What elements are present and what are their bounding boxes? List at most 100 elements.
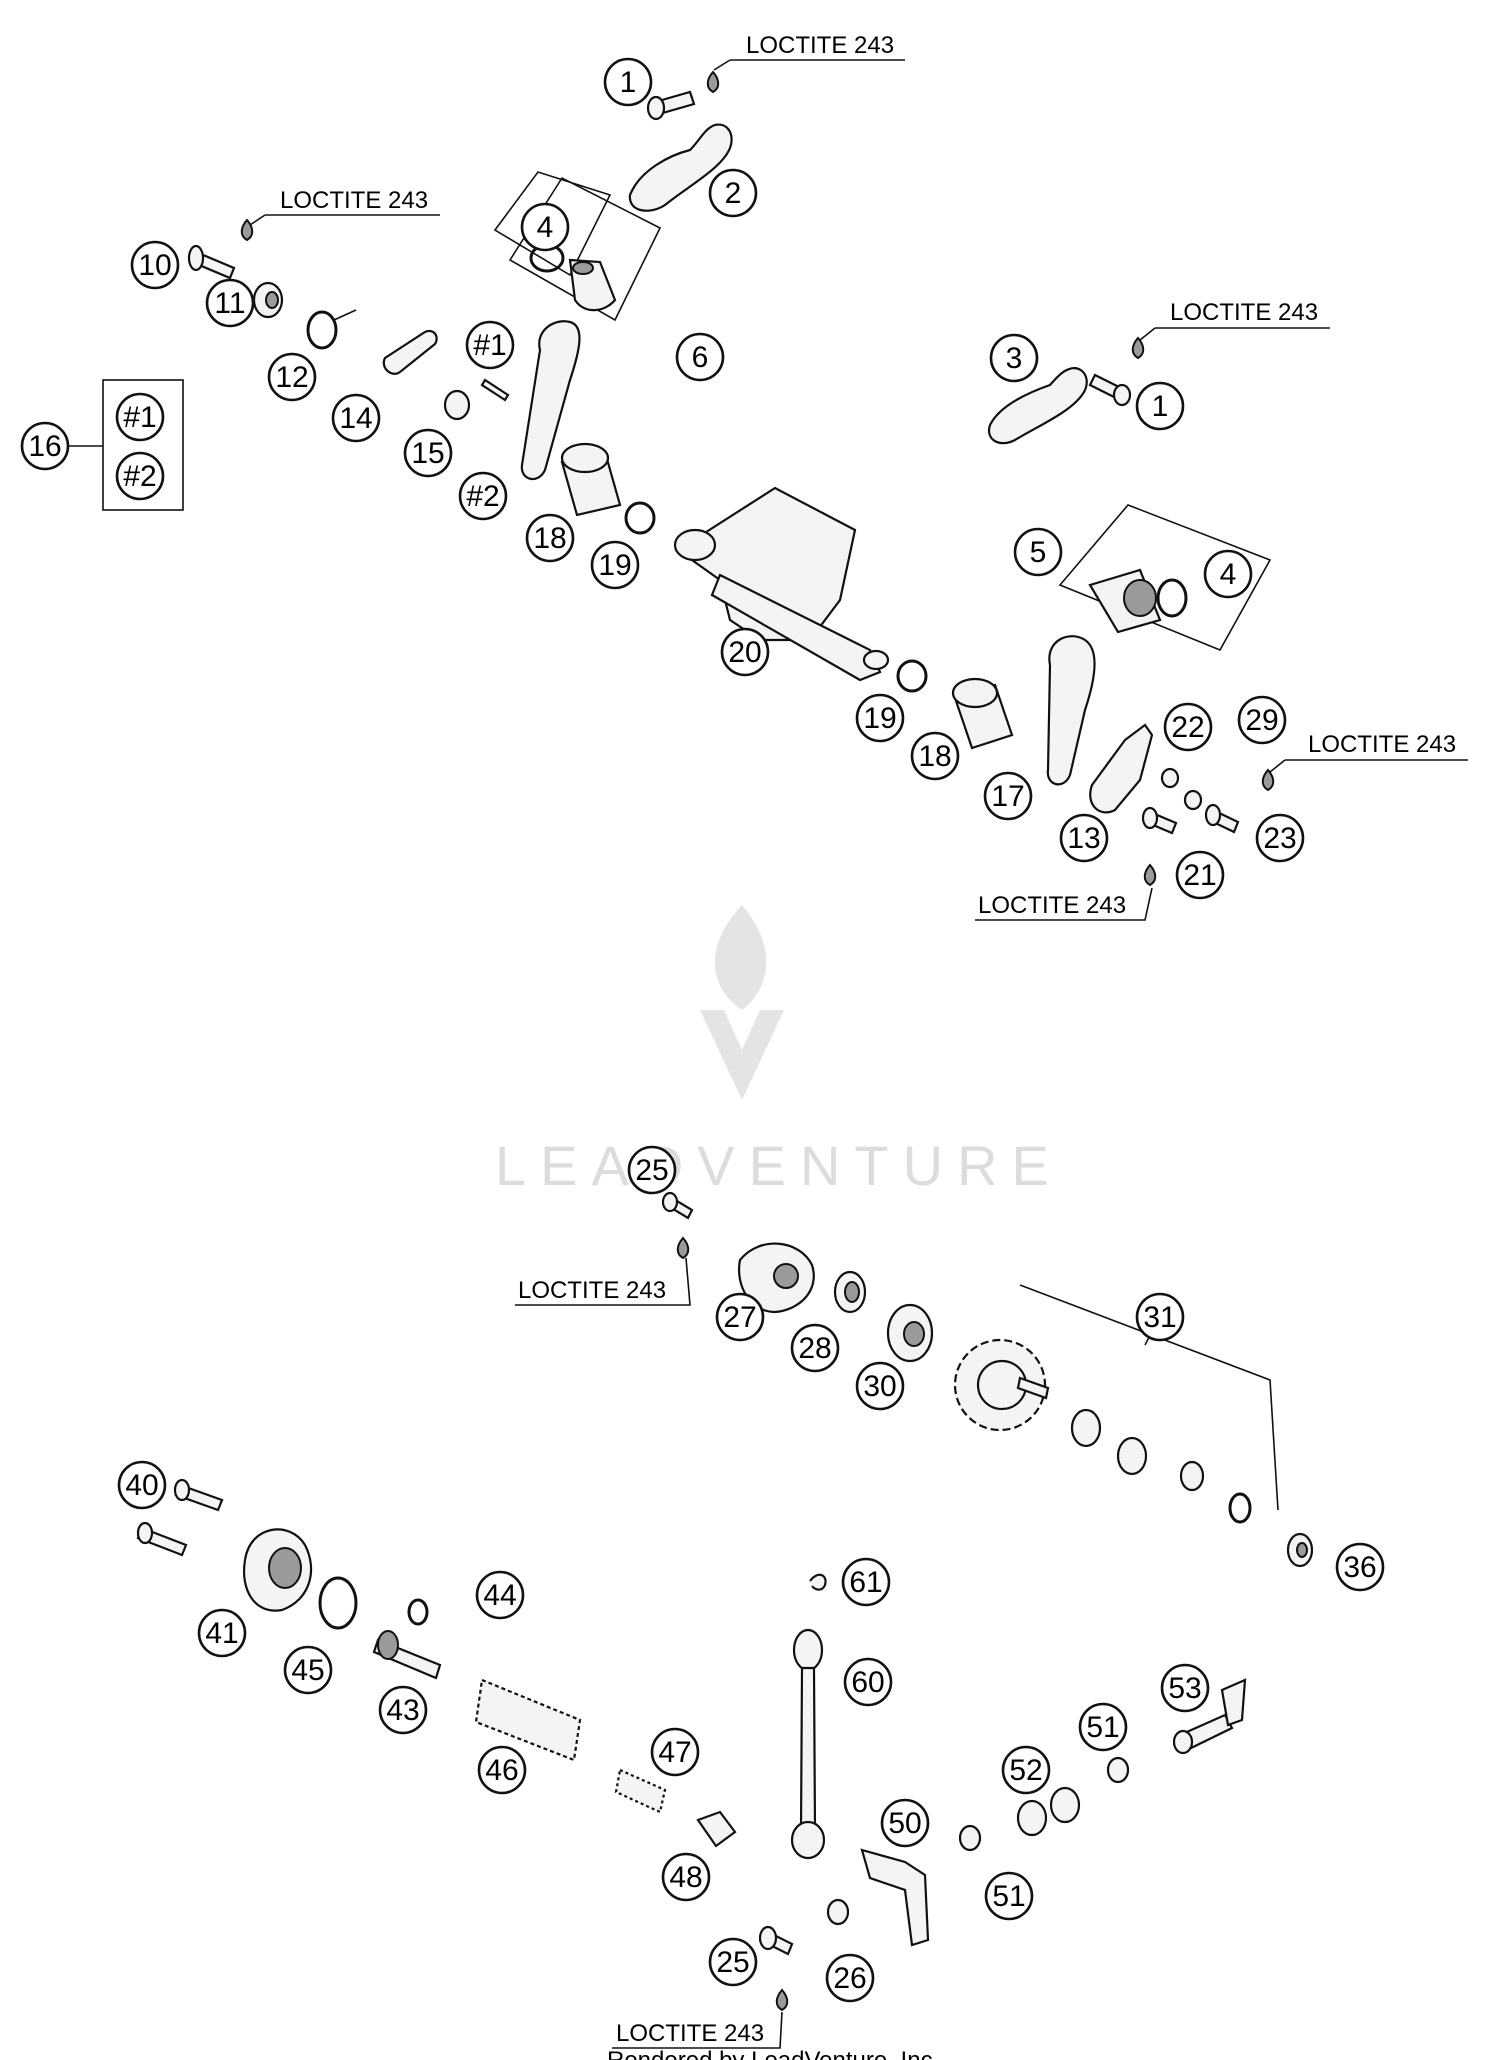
callout-circle [267, 352, 317, 402]
callout-50: 50 [880, 1798, 930, 1848]
callout-circle [1013, 527, 1063, 577]
callout-circle [627, 1145, 677, 1195]
callout-circle [130, 240, 180, 290]
callout-circle [115, 392, 165, 442]
bearing-part-36 [1286, 1532, 1314, 1568]
bolt-part-23 [1204, 768, 1275, 834]
loctite-note-6: LOCTITE 243 [515, 1257, 691, 1306]
callout-kit-2: #2 [115, 451, 165, 501]
callout-number: 1 [1152, 390, 1169, 423]
bolt-part-21 [1141, 806, 1178, 887]
callout-23: 23 [1255, 813, 1305, 863]
callout-number: 28 [798, 1332, 831, 1365]
callout-number: 31 [1143, 1301, 1176, 1334]
callout-number: 19 [598, 549, 631, 582]
callout-layer: 123146101112141516#1#1#2#218192054191817… [20, 57, 1385, 2003]
callout-25: 25 [627, 1145, 677, 1195]
lever-plate-part-17 [1046, 635, 1096, 786]
callout-1: 1 [1135, 381, 1185, 431]
callout-number: 10 [138, 249, 171, 282]
callout-number: 18 [533, 522, 566, 555]
loctite-note-7: LOCTITE 243 [612, 2011, 783, 2049]
oring-part-19-upper [624, 501, 656, 535]
callout-20: 20 [720, 627, 770, 677]
callout-number: 15 [411, 437, 444, 470]
callout-circle [855, 693, 905, 743]
callout-number: 41 [205, 1617, 238, 1650]
callout-circle [1078, 1702, 1128, 1752]
callout-number: 51 [1086, 1711, 1119, 1744]
callout-52: 52 [1001, 1745, 1051, 1795]
callout-circle [855, 1361, 905, 1411]
callout-41: 41 [197, 1608, 247, 1658]
callout-number: 5 [1030, 536, 1047, 569]
callout-number: 3 [1006, 342, 1023, 375]
callout-28: 28 [790, 1323, 840, 1373]
svg-text:LOCTITE 243: LOCTITE 243 [1170, 299, 1318, 326]
callout-number: 18 [918, 740, 951, 773]
callout-43: 43 [378, 1685, 428, 1735]
callout-27: 27 [715, 1292, 765, 1342]
callout-45: 45 [283, 1645, 333, 1695]
callout-46: 46 [477, 1745, 527, 1795]
svg-text:LOCTITE 243: LOCTITE 243 [616, 2020, 764, 2047]
bearing-part-18-lower [951, 677, 1014, 750]
callout-number: 36 [1343, 1551, 1376, 1584]
gear-part-31 [953, 1338, 1252, 1524]
callout-number: 22 [1171, 711, 1204, 744]
callout-circle [708, 168, 758, 218]
leadventure-watermark: LEADVENTURE [495, 905, 1049, 1197]
callout-number: 40 [125, 1469, 158, 1502]
callout-circle [1135, 381, 1185, 431]
bearing-part-30 [886, 1303, 934, 1363]
callout-19: 19 [590, 540, 640, 590]
callout-number: 12 [275, 361, 308, 394]
loctite-note-1: LOCTITE 243 [713, 32, 905, 71]
loctite-note-5: LOCTITE 243 [975, 887, 1153, 921]
callout-36: 36 [1335, 1542, 1385, 1592]
loctite-note-4: LOCTITE 243 [1269, 731, 1468, 773]
bracket-part-13 [1089, 723, 1154, 814]
callout-circle [331, 393, 381, 443]
callout-number: 61 [849, 1566, 882, 1599]
callout-circle [1335, 1542, 1385, 1592]
shaft-part-53 [1172, 1678, 1247, 1755]
callout-6: 6 [675, 332, 725, 382]
bushings-part-52 [1016, 1786, 1081, 1837]
callout-number: 44 [483, 1579, 516, 1612]
callout-circle [715, 1292, 765, 1342]
callout-26: 26 [825, 1953, 875, 2003]
callout-61: 61 [841, 1557, 891, 1607]
callout-number: 47 [658, 1736, 691, 1769]
svg-text:LOCTITE 243: LOCTITE 243 [746, 32, 894, 59]
callout-53: 53 [1160, 1663, 1210, 1713]
callout-circle [465, 320, 515, 370]
callout-circle [590, 540, 640, 590]
part-48 [696, 1810, 737, 1848]
callout-44: 44 [475, 1570, 525, 1620]
callout-18: 18 [910, 731, 960, 781]
lever-part-50 [860, 1848, 930, 1947]
callout-number: 29 [1245, 704, 1278, 737]
callout-number: 16 [28, 430, 61, 463]
callout-circle [115, 451, 165, 501]
callout-number: 53 [1168, 1672, 1201, 1705]
callout-number: 25 [716, 1946, 749, 1979]
callout-circle [1163, 702, 1213, 752]
callout-circle [477, 1745, 527, 1795]
callout-15: 15 [403, 428, 453, 478]
callout-17: 17 [983, 771, 1033, 821]
callout-number: 4 [537, 211, 554, 244]
plate-part-14 [382, 329, 438, 375]
callout-circle [841, 1557, 891, 1607]
callout-14: 14 [331, 393, 381, 443]
callout-number: #1 [123, 401, 156, 434]
callout-number: 51 [992, 1880, 1025, 1913]
oring-part-44 [407, 1598, 429, 1626]
callout-number: 19 [863, 702, 896, 735]
callout-21: 21 [1175, 850, 1225, 900]
callout-number: 13 [1067, 822, 1100, 855]
callout-number: #1 [473, 329, 506, 362]
screw-part-1-right [1088, 336, 1145, 407]
callout-circle [825, 1953, 875, 2003]
